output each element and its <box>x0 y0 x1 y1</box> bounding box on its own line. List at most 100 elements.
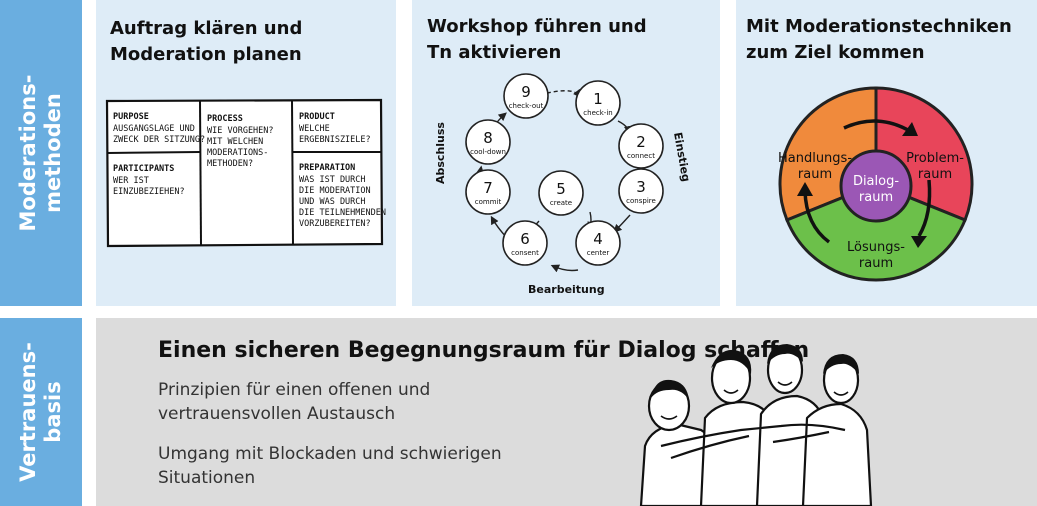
cycle-step-number: 3 <box>636 178 646 196</box>
dialograum-circle <box>839 149 913 223</box>
panel-planning: Auftrag klären und Moderation planen PUR… <box>96 0 396 306</box>
canvas-product-line: ERGEBNISZIELE? <box>299 135 371 145</box>
sidebar-top-label: Moderations- methoden <box>16 33 66 273</box>
cycle-step-label: connect <box>627 152 655 160</box>
cycle-step-circle <box>575 80 621 126</box>
cycle-step-circle <box>503 73 549 119</box>
cycle-step-label: create <box>550 199 572 207</box>
panel-workshop-title-line1: Workshop führen und <box>427 16 647 37</box>
sidebar-bottom-label-line1: Vertrauens- <box>16 342 40 482</box>
cycle-step-circle <box>575 220 621 266</box>
canvas-participants-line: EINZUBEZIEHEN? <box>113 187 185 197</box>
cycle-step-number: 6 <box>520 230 530 248</box>
cycle-step-label: commit <box>475 198 502 206</box>
panel-techniques: Mit Moderationstechniken zum Ziel kommen… <box>736 0 1037 306</box>
cycle-diagram: 1check-in2connect3conspire4center5create… <box>434 73 693 296</box>
panel-workshop-title: Workshop führen und Tn aktivieren <box>427 14 647 66</box>
panel-planning-title-line2: Moderation planen <box>110 44 302 65</box>
canvas-purpose-line: AUSGANGSLAGE UND <box>113 124 195 134</box>
dialograum-label: raum <box>859 190 893 205</box>
cycle-step-number: 4 <box>593 230 603 248</box>
sidebar-top-label-line1: Moderations- <box>16 74 40 232</box>
panel-planning-title: Auftrag klären und Moderation planen <box>110 16 302 68</box>
canvas-purpose-line: ZWECK DER SITZUNG? <box>113 135 205 145</box>
handlungsraum-label: raum <box>798 167 832 182</box>
space-wheel: Handlungs- raum Problem- raum Lösungs- r… <box>778 86 974 282</box>
cycle-step-number: 5 <box>556 180 566 198</box>
canvas-diagram: PURPOSE AUSGANGSLAGE UND ZWECK DER SITZU… <box>105 98 386 248</box>
cycle-step-circle <box>618 123 664 169</box>
team-hands-illustration <box>639 344 873 506</box>
trust-paragraph-line: Prinzipien für einen offenen und <box>158 380 431 400</box>
trust-paragraph-line: vertrauensvollen Austausch <box>158 404 396 424</box>
cycle-step-number: 7 <box>483 179 493 197</box>
cycle-step-circle <box>502 220 548 266</box>
cycle-step-label: check-out <box>509 102 544 110</box>
panel-planning-title-line1: Auftrag klären und <box>110 18 303 39</box>
cycle-step-label: check-in <box>583 109 612 117</box>
sidebar-bottom-label: Vertrauens- basis <box>16 322 66 502</box>
cycle-step-label: cool-down <box>470 148 506 156</box>
cycle-step-circle <box>465 169 511 215</box>
cycle-step-number: 2 <box>636 133 646 151</box>
cycle-step-label: consent <box>511 249 539 257</box>
canvas-preparation-line: WAS IST DURCH <box>299 175 366 185</box>
panel-techniques-title-line1: Mit Moderationstechniken <box>746 16 1012 37</box>
problemraum-label: raum <box>918 167 952 182</box>
canvas-process-line: WIE VORGEHEN? <box>207 126 274 136</box>
cycle-step-circle <box>465 119 511 165</box>
trust-headline: Einen sicheren Begegnungsraum für Dialog… <box>158 338 810 363</box>
panel-workshop-title-line2: Tn aktivieren <box>427 42 562 63</box>
canvas-participants-heading: PARTICIPANTS <box>113 164 174 174</box>
trust-paragraph-blockades: Umgang mit Blockaden und schwierigen Sit… <box>158 442 502 490</box>
canvas-preparation-line: VORZUBEREITEN? <box>299 219 371 229</box>
trust-section: Einen sicheren Begegnungsraum für Dialog… <box>96 318 1037 506</box>
phase-abschluss-label: Abschluss <box>434 122 447 184</box>
canvas-preparation-line: DIE MODERATION <box>299 186 371 196</box>
canvas-preparation-heading: PREPARATION <box>299 163 355 173</box>
panel-techniques-title-line2: zum Ziel kommen <box>746 42 925 63</box>
loesungsraum-label: Lösungs- <box>847 240 905 255</box>
cycle-step-label: center <box>587 249 610 257</box>
cycle-step-number: 1 <box>593 90 603 108</box>
canvas-product-heading: PRODUCT <box>299 112 335 122</box>
canvas-preparation-line: DIE TEILNEHMENDEN <box>299 208 386 218</box>
canvas-process-heading: PROCESS <box>207 114 243 124</box>
canvas-preparation-line: UND WAS DURCH <box>299 197 366 207</box>
phase-bearbeitung-label: Bearbeitung <box>528 283 605 296</box>
loesungsraum-segment <box>785 182 967 282</box>
trust-paragraph-principles: Prinzipien für einen offenen und vertrau… <box>158 378 430 426</box>
sidebar-top-label-line2: methoden <box>41 93 65 213</box>
phase-einstieg-label: Einstieg <box>671 131 692 183</box>
trust-paragraph-line: Situationen <box>158 468 256 488</box>
canvas-process-line: MODERATIONS- <box>207 148 268 158</box>
handlungsraum-label: Handlungs- <box>778 151 852 166</box>
canvas-participants-line: WER IST <box>113 176 149 186</box>
panel-techniques-title: Mit Moderationstechniken zum Ziel kommen <box>746 14 1012 66</box>
cycle-step-number: 8 <box>483 129 493 147</box>
canvas-purpose-heading: PURPOSE <box>113 112 149 122</box>
sidebar-bottom: Vertrauens- basis <box>0 318 82 506</box>
trust-paragraph-line: Umgang mit Blockaden und schwierigen <box>158 444 502 464</box>
cycle-step-label: conspire <box>626 197 656 205</box>
sidebar-top: Moderations- methoden <box>0 0 82 306</box>
canvas-product-line: WELCHE <box>299 124 330 134</box>
cycle-step-circle <box>618 168 664 214</box>
loesungsraum-label: raum <box>859 256 893 271</box>
dialograum-label: Dialog- <box>853 174 899 189</box>
sidebar-bottom-label-line2: basis <box>41 381 65 443</box>
canvas-process-line: METHODEN? <box>207 159 253 169</box>
cycle-step-number: 9 <box>521 83 531 101</box>
problemraum-label: Problem- <box>906 151 964 166</box>
cycle-step-circle <box>538 170 584 216</box>
